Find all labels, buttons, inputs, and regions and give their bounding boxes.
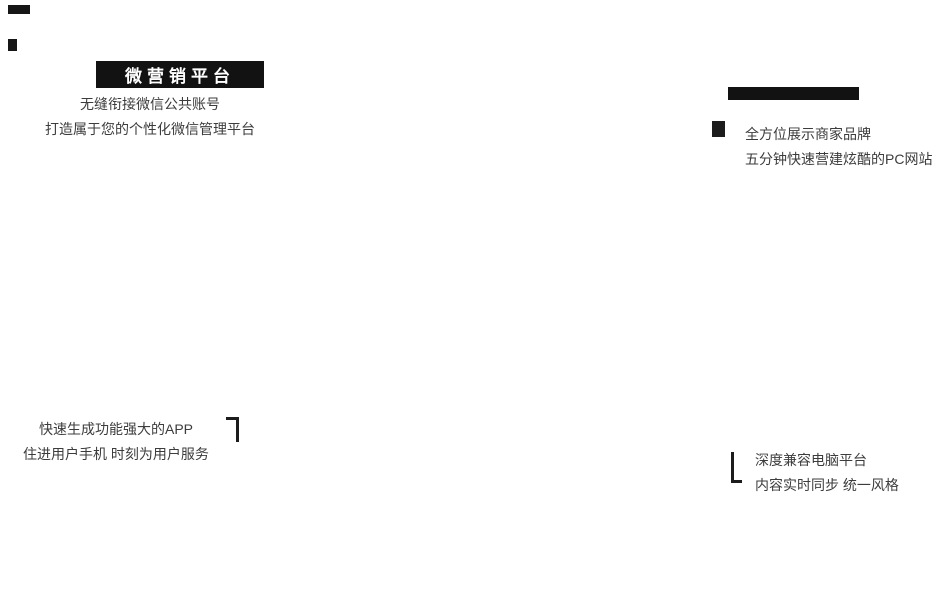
- feature-title: 微营销平台: [125, 67, 235, 86]
- feature-title-bar: [728, 87, 859, 100]
- feature-line: 深度兼容电脑平台: [755, 452, 867, 468]
- ui-artifact: [8, 5, 30, 14]
- feature-description: 无缝衔接微信公共账号 打造属于您的个性化微信管理平台: [25, 92, 275, 142]
- feature-line: 无缝衔接微信公共账号: [80, 96, 220, 112]
- feature-line: 快速生成功能强大的APP: [38, 421, 193, 437]
- feature-line: 五分钟快速营建炫酷的PC网站: [745, 151, 933, 167]
- icon-fragment: [712, 121, 725, 137]
- feature-line: 打造属于您的个性化微信管理平台: [45, 121, 255, 137]
- feature-description: 全方位展示商家品牌 五分钟快速营建炫酷的PC网站: [745, 122, 932, 172]
- feature-line: 内容实时同步 统一风格: [755, 477, 899, 493]
- phone-icon-fragment: [226, 417, 239, 442]
- feature-line: 全方位展示商家品牌: [745, 126, 871, 142]
- feature-description: 快速生成功能强大的APP 住进用户手机 时刻为用户服务: [0, 417, 232, 467]
- monitor-icon-fragment: [731, 452, 742, 483]
- feature-line: 住进用户手机 时刻为用户服务: [23, 446, 209, 462]
- feature-title-badge: 微营销平台: [96, 61, 264, 88]
- ui-artifact: [8, 39, 17, 51]
- feature-description: 深度兼容电脑平台 内容实时同步 统一风格: [755, 448, 899, 498]
